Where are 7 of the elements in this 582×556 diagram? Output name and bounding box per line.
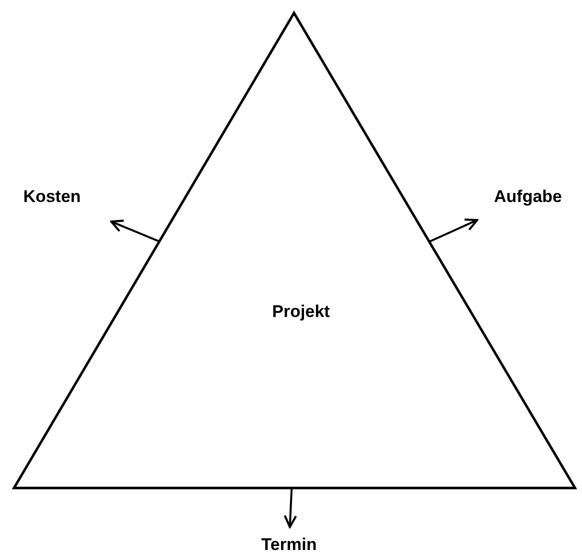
arrow (429, 218, 478, 242)
constraint-label: Aufgabe (493, 187, 563, 207)
constraint-label: Termin (260, 535, 318, 555)
arrow (284, 488, 298, 528)
constraint-label: Kosten (22, 187, 82, 207)
arrow (110, 220, 160, 242)
node-label: Projekt (271, 302, 331, 322)
